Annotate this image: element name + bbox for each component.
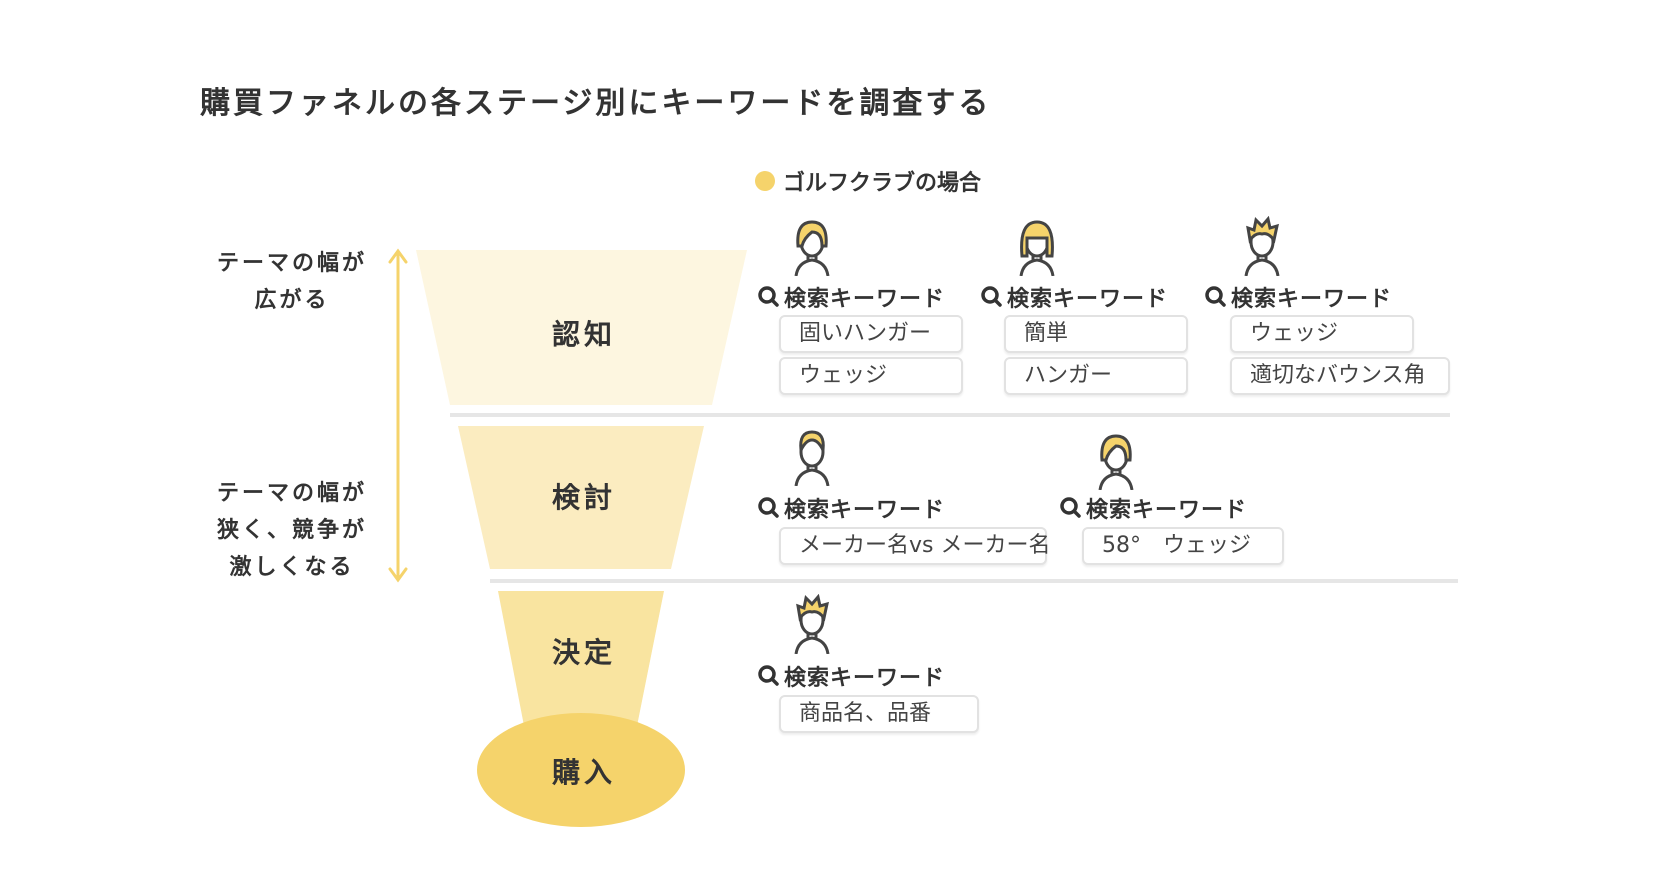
keyword-chip: 商品名、品番 <box>779 695 979 733</box>
persona-avatar-icon <box>1019 220 1055 276</box>
keyword-heading-label: 検索キーワード <box>1086 498 1248 523</box>
double-arrow-icon <box>388 248 408 583</box>
side-note-line: 激しくなる <box>229 555 355 580</box>
side-note-broad: テーマの幅が 広がる <box>192 245 392 319</box>
keyword-heading: 検索キーワード <box>1060 492 1247 524</box>
keyword-heading-label: 検索キーワード <box>784 287 946 312</box>
funnel-stage-purchase <box>477 713 685 827</box>
keyword-chip: 固いハンガー <box>779 315 963 353</box>
stage-label-decision: 決定 <box>551 636 616 669</box>
keyword-chip: ウェッジ <box>1230 315 1414 353</box>
search-icon <box>758 286 779 307</box>
keyword-chip: 58° ウェッジ <box>1082 527 1284 565</box>
persona-avatar-icon <box>794 430 830 486</box>
keyword-heading: 検索キーワード <box>758 660 945 692</box>
side-note-line: 狭く、競争が <box>216 518 367 543</box>
keyword-chip: メーカー名vs メーカー名 <box>779 527 1050 565</box>
search-icon <box>1205 286 1226 307</box>
funnel-stage-decision <box>498 591 664 731</box>
keyword-chip: ハンガー <box>1004 357 1188 395</box>
keyword-heading: 検索キーワード <box>1205 281 1392 313</box>
search-icon <box>981 286 1002 307</box>
keyword-heading: 検索キーワード <box>981 281 1168 313</box>
keyword-heading-label: 検索キーワード <box>784 666 946 691</box>
keyword-heading-label: 検索キーワード <box>1007 287 1169 312</box>
persona-avatar-icon <box>1244 217 1280 276</box>
funnel-stage-awareness <box>416 250 747 405</box>
stage-divider <box>490 579 1458 583</box>
stage-label-purchase: 購入 <box>551 756 616 789</box>
keyword-heading-label: 検索キーワード <box>1231 287 1393 312</box>
side-note-line: テーマの幅が <box>216 251 367 276</box>
search-icon <box>1060 497 1081 518</box>
legend: ゴルフクラブの場合 <box>755 165 981 197</box>
keyword-chip: ウェッジ <box>779 357 963 395</box>
keyword-heading: 検索キーワード <box>758 281 945 313</box>
persona-avatar-icon <box>1098 434 1134 490</box>
legend-dot <box>755 171 775 191</box>
keyword-heading-label: 検索キーワード <box>784 498 946 523</box>
page-title: 購買ファネルの各ステージ別にキーワードを調査する <box>200 86 992 121</box>
keyword-chip: 適切なバウンス角 <box>1230 357 1450 395</box>
legend-label: ゴルフクラブの場合 <box>783 171 982 196</box>
stage-divider <box>450 413 1450 417</box>
side-note-line: テーマの幅が <box>216 481 367 506</box>
persona-avatar-icon <box>794 595 830 654</box>
keyword-heading: 検索キーワード <box>758 492 945 524</box>
funnel-stage-consideration <box>458 426 704 569</box>
stage-label-consideration: 検討 <box>551 481 616 514</box>
stage-label-awareness: 認知 <box>551 318 616 351</box>
search-icon <box>758 665 779 686</box>
side-note-line: 広がる <box>254 288 330 313</box>
search-icon <box>758 497 779 518</box>
side-note-narrow: テーマの幅が 狭く、競争が 激しくなる <box>192 475 392 586</box>
persona-avatar-icon <box>794 220 830 276</box>
keyword-chip: 簡単 <box>1004 315 1188 353</box>
